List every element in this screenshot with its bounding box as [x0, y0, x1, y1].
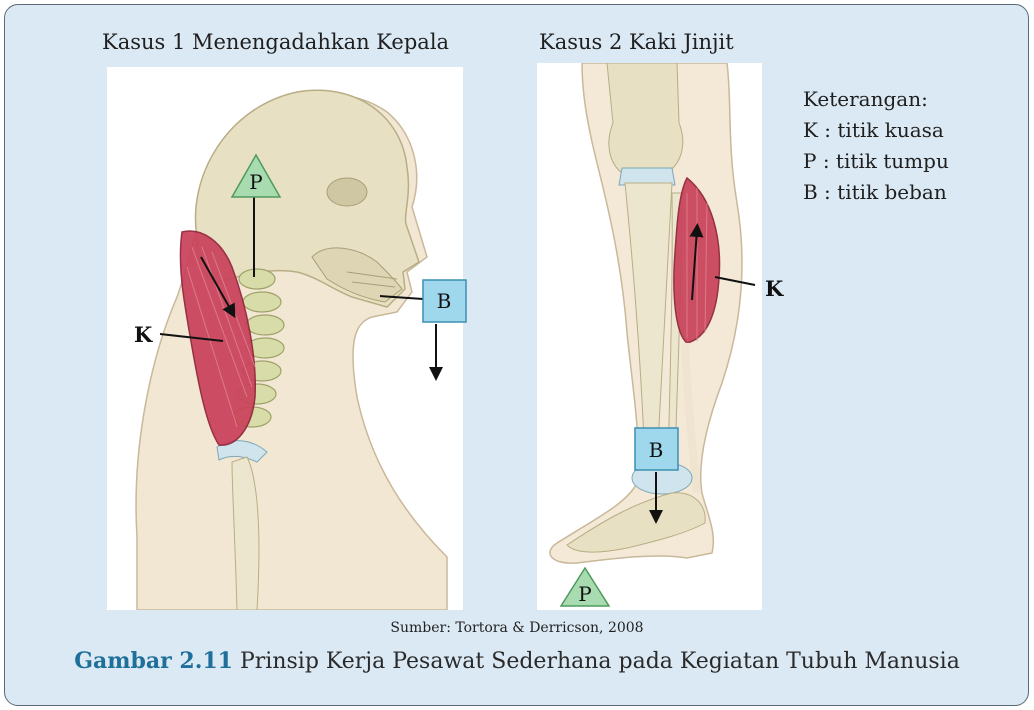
case2-effort-label: K: [765, 276, 784, 301]
legend-heading: Keterangan:: [803, 84, 949, 115]
case1-load-label: B: [437, 289, 452, 313]
case1-effort-label: K: [134, 322, 153, 347]
figure-number: Gambar 2.11: [74, 648, 233, 674]
case1-effort-arrow: [201, 257, 232, 312]
case2-load-label: B: [649, 438, 664, 462]
caption-text: Prinsip Kerja Pesawat Sederhana pada Keg…: [240, 649, 960, 674]
legend-item-pivot: P : titik tumpu: [803, 146, 949, 177]
case2-effort-arrow: [692, 230, 697, 300]
case1-pivot-label: P: [249, 170, 262, 194]
case1-load-leader: [380, 296, 423, 299]
case2-pivot-label: P: [578, 582, 591, 606]
figure-caption: Gambar 2.11 Prinsip Kerja Pesawat Sederh…: [0, 648, 1034, 674]
source-credit: Sumber: Tortora & Derricson, 2008: [0, 620, 1034, 636]
case2-effort-leader: [715, 277, 755, 285]
legend: Keterangan: K : titik kuasa P : titik tu…: [803, 84, 949, 208]
legend-item-load: B : titik beban: [803, 177, 949, 208]
legend-item-effort: K : titik kuasa: [803, 115, 949, 146]
case1-effort-leader: [160, 334, 223, 341]
